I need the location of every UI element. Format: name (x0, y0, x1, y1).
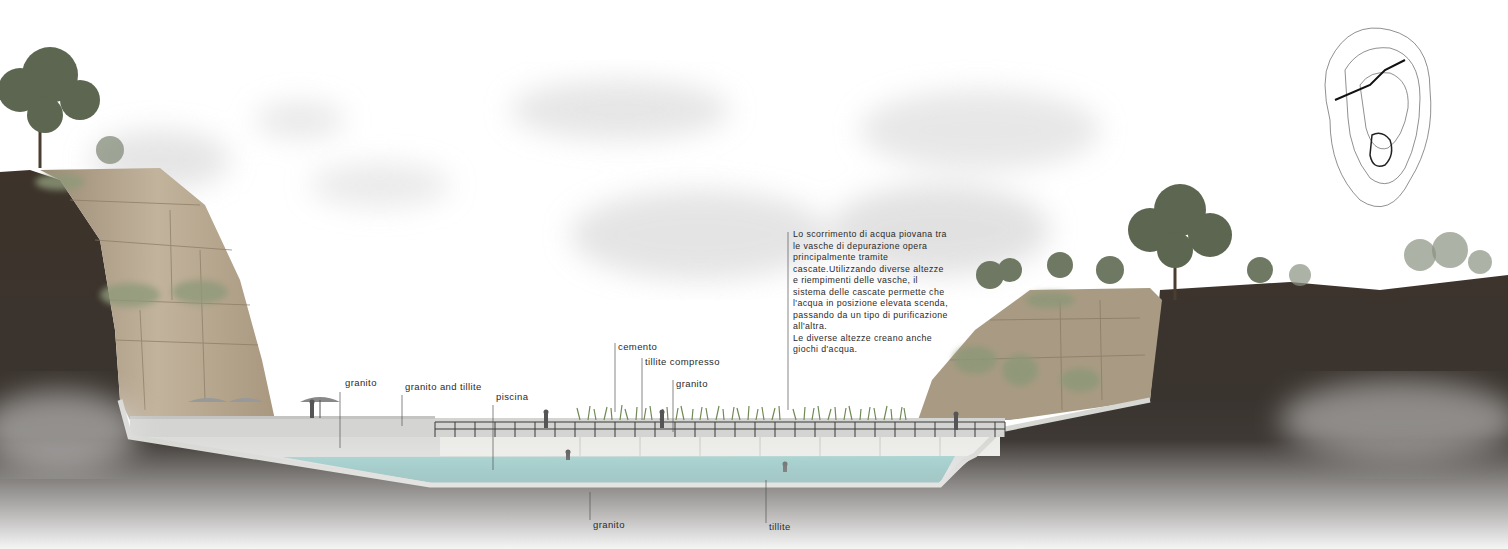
material-label: tillite (769, 521, 791, 533)
material-label: granito (345, 377, 377, 389)
material-label: cemento (618, 341, 657, 353)
description-note: Lo scorrimento di acqua piovana tra le v… (793, 229, 951, 333)
material-label: granito (676, 378, 708, 390)
material-label: piscina (496, 391, 528, 403)
material-label: tillite compresso (645, 356, 720, 368)
material-label: granito (593, 519, 625, 531)
note-block: Lo scorrimento di acqua piovana tra le v… (793, 229, 951, 356)
description-note: Le diverse altezze creano anche giochi d… (793, 333, 951, 356)
material-label: granito and tillite (405, 381, 482, 393)
